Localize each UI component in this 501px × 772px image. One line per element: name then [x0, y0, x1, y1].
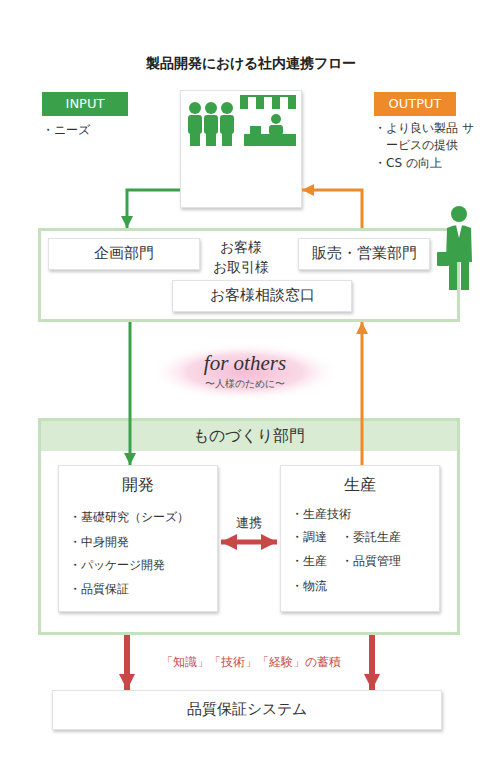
- node-text: 企画部門: [94, 244, 154, 264]
- motto-text: 〜人様のために〜: [150, 377, 340, 390]
- box-heading: 生産: [281, 475, 439, 496]
- output-tag: OUTPUT: [374, 92, 456, 116]
- flow-arrow: [302, 190, 362, 228]
- flow-arrow: [127, 190, 180, 228]
- tag-text: OUTPUT: [389, 96, 442, 113]
- io-note: ・CS の向上: [374, 155, 442, 172]
- node-text: お客様相談窓口: [210, 286, 315, 306]
- list-item: ・品質保証: [69, 582, 129, 598]
- person-head: [451, 206, 467, 222]
- diagram-title: 製品開発における社内連携フロー: [0, 53, 501, 73]
- list-item: ・物流: [291, 579, 327, 595]
- motto-ellipse: for others〜人様のために〜: [150, 343, 340, 401]
- list-item: ・品質管理: [341, 554, 401, 570]
- department-box: 企画部門: [48, 238, 200, 270]
- list-item: ・基礎研究（シーズ）: [69, 510, 189, 526]
- list-item: ・調達: [291, 530, 327, 546]
- edge-label: 連携: [236, 514, 262, 532]
- list-item: ・中身開発: [69, 535, 129, 551]
- list-item: ・生産: [291, 554, 327, 570]
- node-text: お客様 お取引様: [212, 237, 271, 278]
- process-box: 開発・基礎研究（シーズ） ・中身開発・パッケージ開発・品質保証: [58, 465, 218, 612]
- system-box: 品質保証システム: [52, 690, 442, 730]
- glow-ellipse: [150, 343, 340, 401]
- flow-arrow: [221, 540, 277, 545]
- department-box: 販売・営業部門: [298, 238, 430, 270]
- list-item: ・委託生産: [341, 530, 401, 546]
- department-box: お客様相談窓口: [172, 280, 352, 312]
- io-note: ・より良い製品 サービスの提供: [374, 120, 482, 155]
- io-note: ・ニーズ: [42, 122, 90, 139]
- list-item: ・生産技術: [291, 507, 351, 523]
- process-box: 生産・生産技術・調達・委託生産・生産・品質管理・物流: [280, 465, 440, 612]
- accumulation-note: 「知識」「技術」「経験」の蓄積: [0, 654, 501, 671]
- flow-arrow: [124, 635, 130, 690]
- flow-arrow: [369, 635, 375, 690]
- flow-arrow: [129, 322, 132, 465]
- list-item: ・パッケージ開発: [69, 558, 165, 574]
- tag-text: INPUT: [66, 96, 105, 113]
- node-text: 品質保証システム: [187, 700, 307, 720]
- person-leg: [461, 261, 469, 290]
- customer-box: お客様 お取引様: [180, 90, 302, 208]
- motto-text: for others: [150, 350, 340, 377]
- node-text: 販売・営業部門: [312, 244, 417, 264]
- band-heading: ものづくり部門: [41, 426, 457, 447]
- input-tag: INPUT: [42, 92, 128, 116]
- box-heading: 開発: [59, 475, 217, 496]
- flow-arrow: [361, 322, 364, 465]
